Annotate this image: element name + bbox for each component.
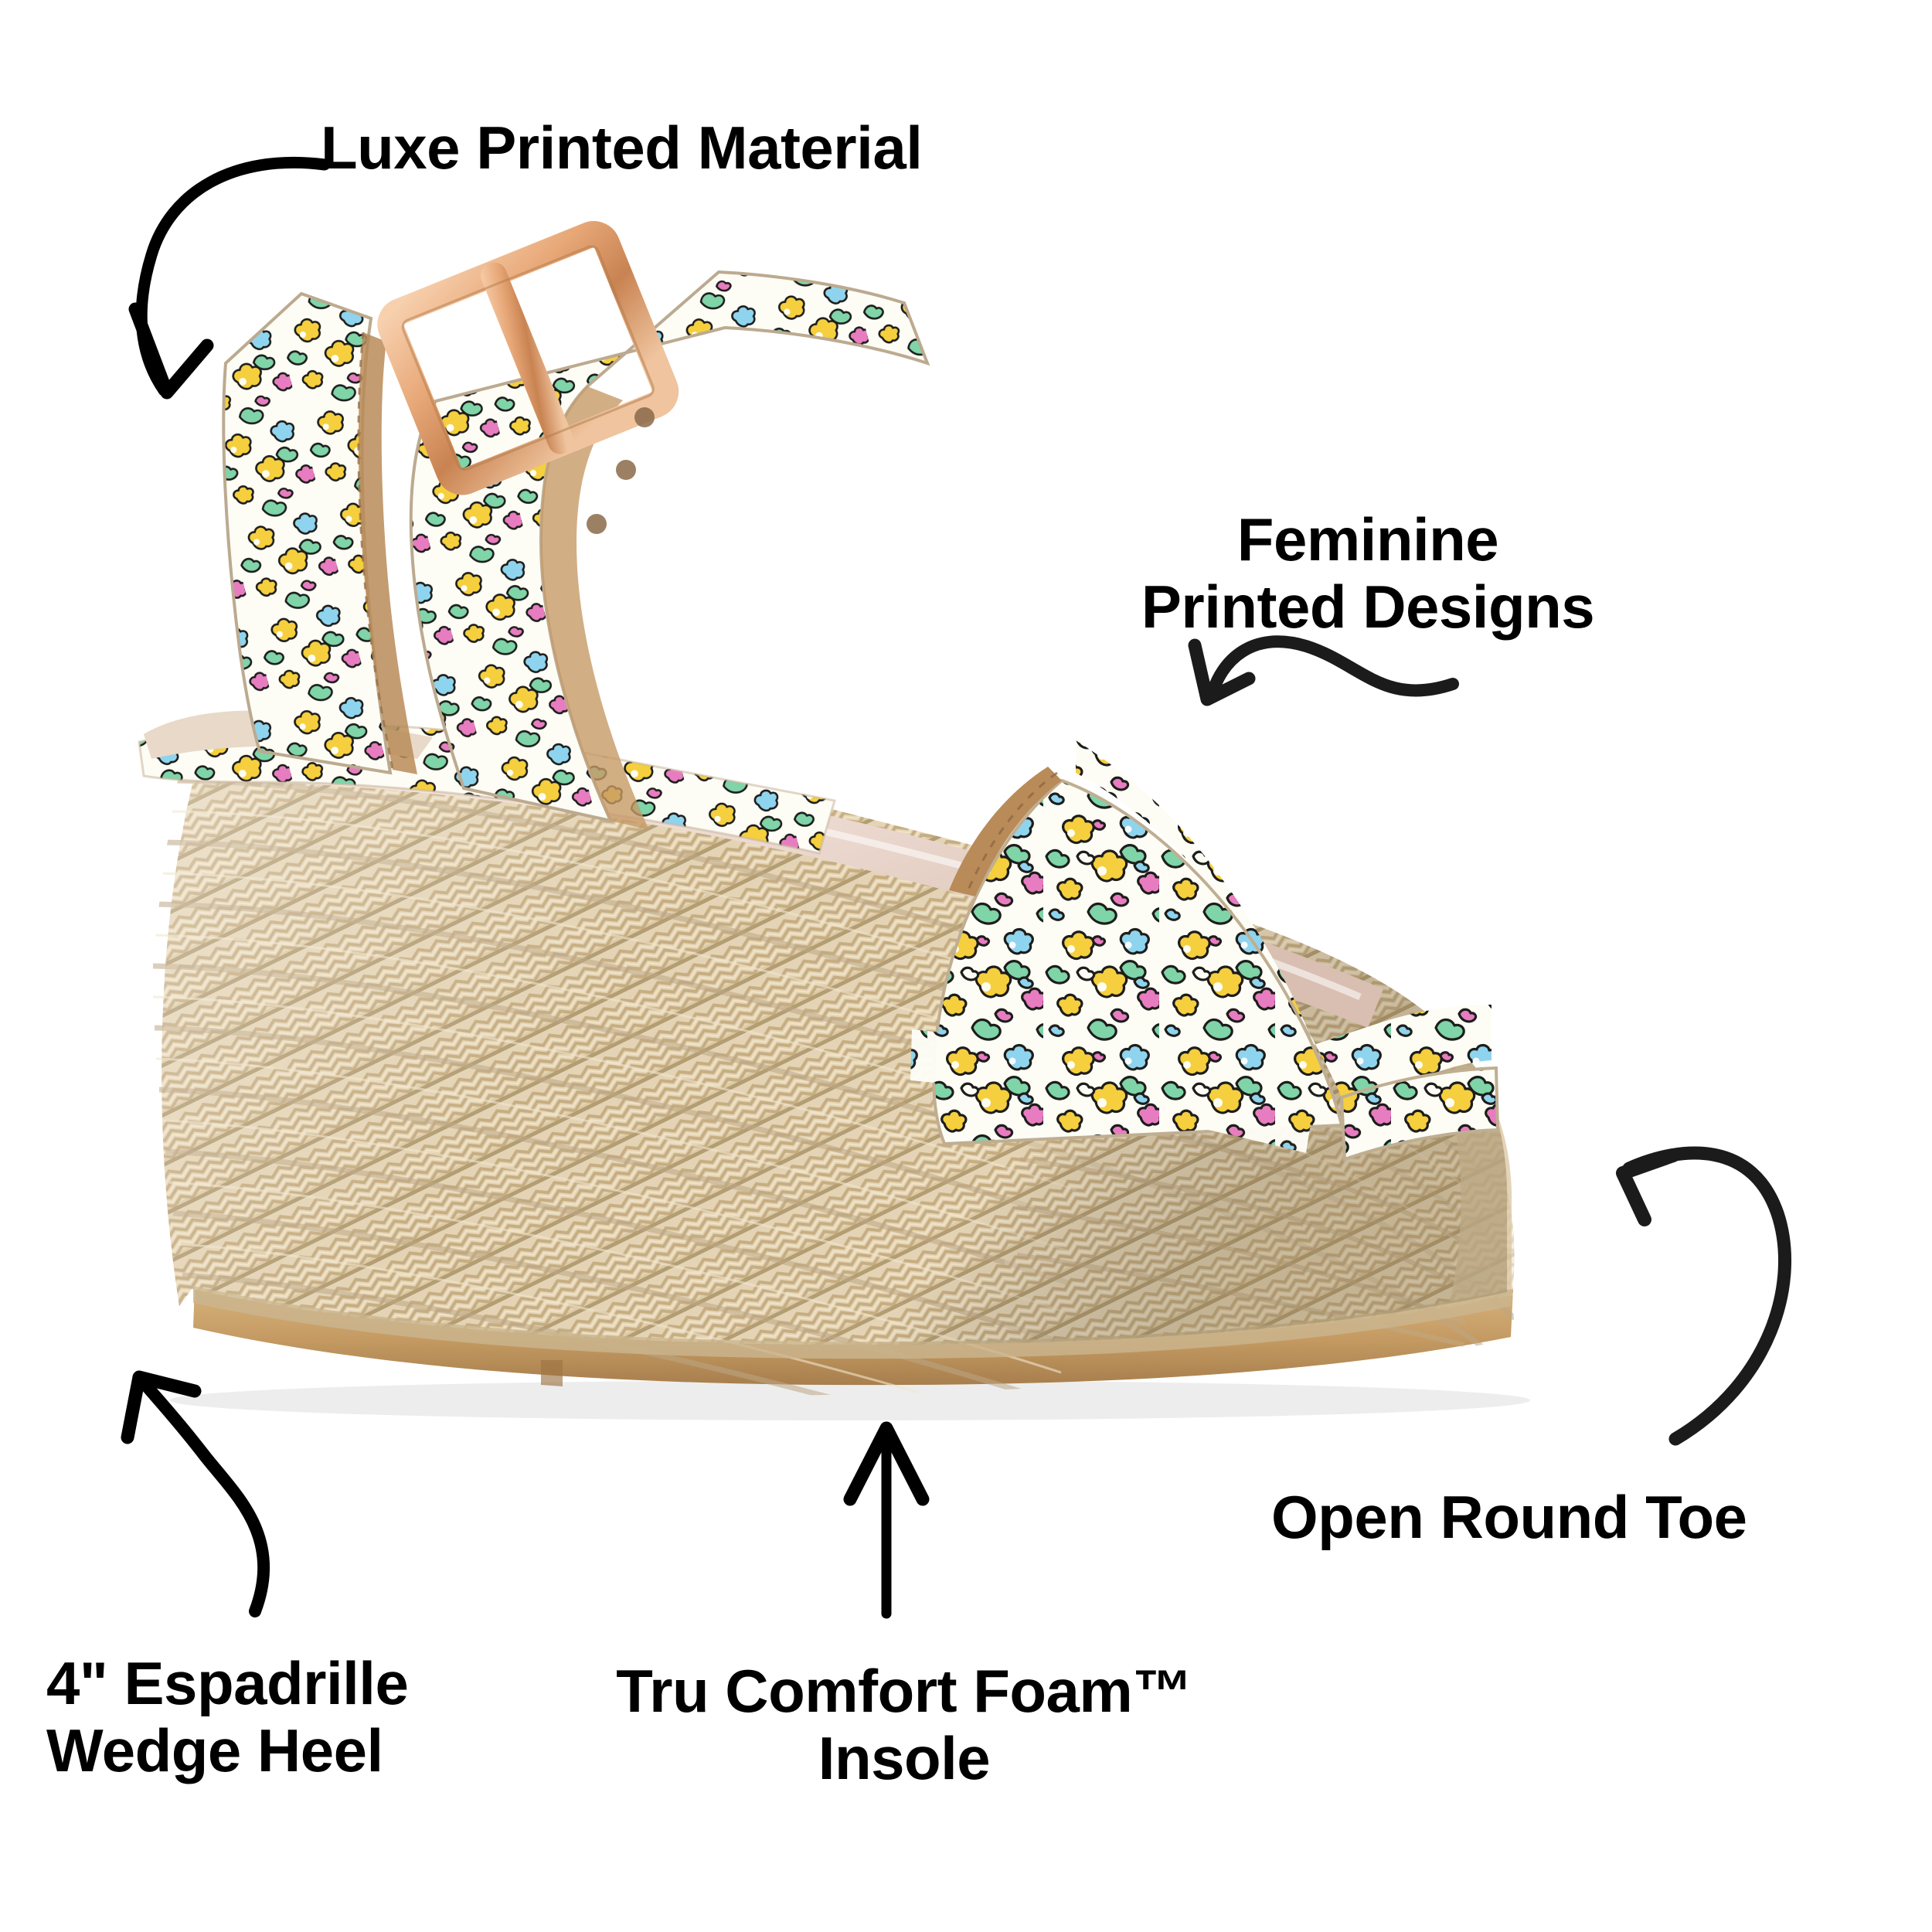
- callout-label-luxe-printed-material: Luxe Printed Material: [321, 114, 923, 182]
- callout-label-open-round-toe: Open Round Toe: [1271, 1483, 1747, 1551]
- callout-label-espadrille-wedge-heel: 4" Espadrille Wedge Heel: [46, 1649, 409, 1785]
- buckle-rose-gold: [377, 221, 679, 534]
- platform-binding-front: [910, 1029, 1314, 1153]
- callout-label-tru-comfort-foam-insole: Tru Comfort Foam™ Insole: [616, 1657, 1192, 1793]
- ankle-strap-front: [409, 270, 930, 830]
- callout-label-feminine-printed-designs: Feminine Printed Designs: [1141, 505, 1595, 641]
- drop-shadow: [170, 1380, 1530, 1420]
- outsole: [193, 1284, 1513, 1386]
- outsole-notch: [541, 1360, 563, 1386]
- ankle-strap-rear: [222, 291, 417, 775]
- espadrille-jute-wedge: [152, 725, 1515, 1397]
